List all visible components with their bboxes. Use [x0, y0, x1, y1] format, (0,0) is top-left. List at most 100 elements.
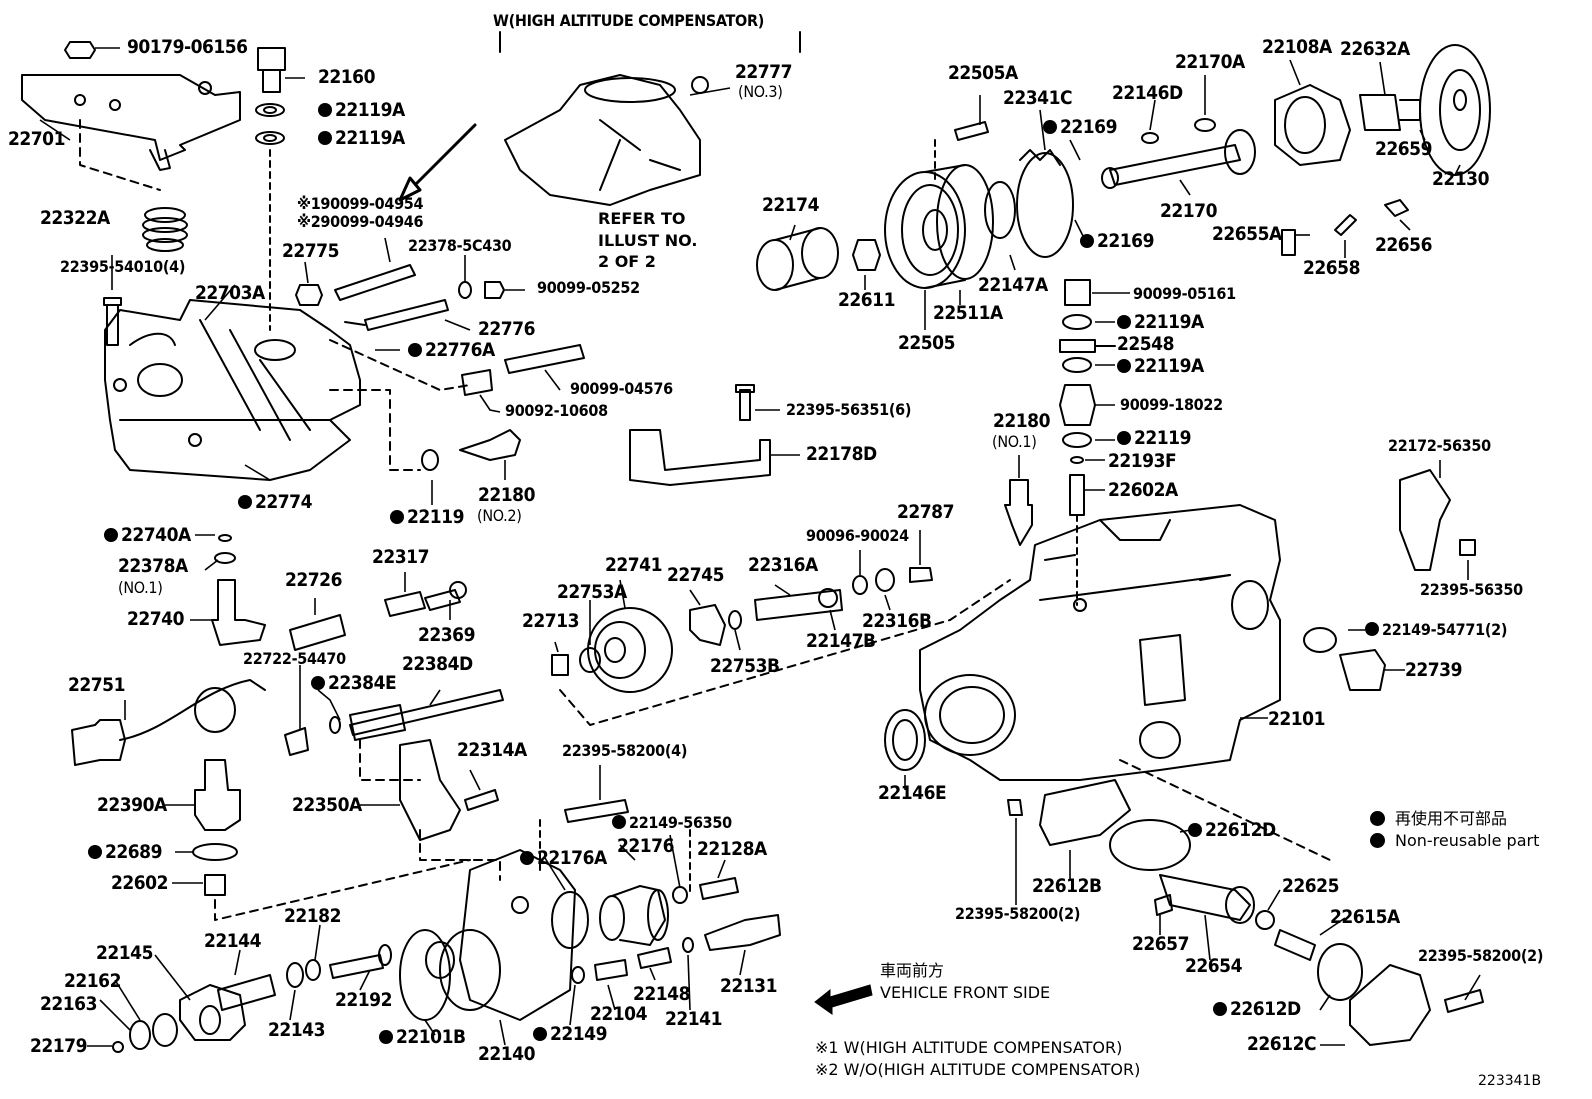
part-label[interactable]: 22395-54010(4) — [60, 257, 186, 276]
part-label[interactable]: 22774 — [238, 493, 312, 512]
part-label[interactable]: 22753A — [557, 581, 627, 603]
part-label[interactable]: 22511A — [933, 302, 1003, 324]
part-label[interactable]: 22615A — [1330, 906, 1400, 928]
part-label[interactable]: 22130 — [1432, 168, 1489, 190]
part-label[interactable]: 22740A — [104, 526, 191, 545]
part-label[interactable]: 22162 — [64, 970, 121, 992]
part-label[interactable]: 22775 — [282, 240, 339, 262]
part-label[interactable]: 22341C — [1003, 87, 1073, 109]
part-label[interactable]: 22144 — [204, 930, 261, 952]
part-label[interactable]: 22787 — [897, 501, 954, 523]
part-label[interactable]: 22101B — [379, 1028, 466, 1047]
part-label[interactable]: 22505 — [898, 332, 955, 354]
part-label[interactable]: 22612B — [1032, 875, 1102, 897]
part-label[interactable]: 22654 — [1185, 955, 1242, 977]
part-label[interactable]: 22182 — [284, 905, 341, 927]
part-label[interactable]: 90099-05252 — [537, 278, 640, 297]
part-label[interactable]: 22740 — [127, 608, 184, 630]
part-label[interactable]: 22395-56351(6) — [786, 400, 912, 419]
part-label[interactable]: 22119A — [1117, 313, 1204, 332]
part-label[interactable]: 22739 — [1405, 659, 1462, 681]
part-label[interactable]: 22119A — [318, 101, 405, 120]
part-label[interactable]: 22176 — [617, 835, 674, 857]
part-label[interactable]: 22147A — [978, 274, 1048, 296]
part-label[interactable]: 22172-56350 — [1388, 436, 1491, 455]
part-label[interactable]: 22777 — [735, 61, 792, 83]
part-label[interactable]: 22378A — [118, 555, 188, 577]
part-label[interactable]: 90092-10608 — [505, 401, 608, 420]
part-label[interactable]: 22658 — [1303, 257, 1360, 279]
part-label[interactable]: 22390A — [97, 794, 167, 816]
part-label[interactable]: 22149 — [533, 1025, 607, 1044]
part-label[interactable]: 22148 — [633, 983, 690, 1005]
part-label[interactable]: 22656 — [1375, 234, 1432, 256]
part-label[interactable]: 90179-06156 — [127, 36, 248, 58]
part-label[interactable]: (NO.3) — [738, 82, 783, 101]
part-label[interactable]: 22169 — [1043, 118, 1117, 137]
part-label[interactable]: 22119 — [1117, 429, 1191, 448]
part-label[interactable]: 22180 — [478, 484, 535, 506]
part-label[interactable]: 22350A — [292, 794, 362, 816]
part-label[interactable]: 22178D — [806, 443, 877, 465]
part-label[interactable]: 22169 — [1080, 232, 1154, 251]
part-label[interactable]: 22143 — [268, 1019, 325, 1041]
part-label[interactable]: 22160 — [318, 66, 375, 88]
part-label[interactable]: 22317 — [372, 546, 429, 568]
part-label[interactable]: 22741 — [605, 554, 662, 576]
part-label[interactable]: 22163 — [40, 993, 97, 1015]
part-label[interactable]: 22140 — [478, 1043, 535, 1065]
part-label[interactable]: 22703A — [195, 282, 265, 304]
part-label[interactable]: 90099-04576 — [570, 379, 673, 398]
part-label[interactable]: 22395-58200(2) — [955, 904, 1081, 923]
part-label[interactable]: (NO.1) — [992, 432, 1037, 451]
part-label[interactable]: 22751 — [68, 674, 125, 696]
part-label[interactable]: 22625 — [1282, 875, 1339, 897]
part-label[interactable]: (NO.2) — [477, 506, 522, 525]
part-label[interactable]: 22395-56350 — [1420, 580, 1523, 599]
part-label[interactable]: 90099-18022 — [1120, 395, 1223, 414]
part-label[interactable]: 22753B — [710, 655, 780, 677]
part-label[interactable]: 22316B — [862, 610, 932, 632]
part-label[interactable]: 22119A — [318, 129, 405, 148]
part-label[interactable]: 22659 — [1375, 138, 1432, 160]
part-label[interactable]: (NO.1) — [118, 578, 163, 597]
part-label[interactable]: 22655A — [1212, 223, 1282, 245]
part-label[interactable]: 90099-05161 — [1133, 284, 1236, 303]
part-label[interactable]: 22104 — [590, 1003, 647, 1025]
part-label[interactable]: 22180 — [993, 410, 1050, 432]
part-label[interactable]: 22612C — [1247, 1033, 1317, 1055]
part-label[interactable]: 22322A — [40, 207, 110, 229]
part-label[interactable]: 22131 — [720, 975, 777, 997]
part-label[interactable]: 22176A — [520, 849, 607, 868]
part-label[interactable]: 22108A — [1262, 36, 1332, 58]
part-label[interactable]: 22395-58200(4) — [562, 741, 688, 760]
part-label[interactable]: 22745 — [667, 564, 724, 586]
part-label[interactable]: 22147B — [806, 630, 876, 652]
part-label[interactable]: 22141 — [665, 1008, 722, 1030]
part-label[interactable]: 22378-5C430 — [408, 236, 512, 255]
part-label[interactable]: 22149-54771(2) — [1365, 622, 1507, 638]
part-label[interactable]: 22128A — [697, 838, 767, 860]
part-label[interactable]: 22174 — [762, 194, 819, 216]
part-label[interactable]: 22611 — [838, 289, 895, 311]
part-label[interactable]: 22632A — [1340, 38, 1410, 60]
part-label[interactable]: 22602A — [1108, 479, 1178, 501]
part-label[interactable]: 22612D — [1188, 821, 1276, 840]
part-label[interactable]: 22722-54470 — [243, 649, 346, 668]
part-label[interactable]: 22395-58200(2) — [1418, 946, 1544, 965]
part-label[interactable]: 90096-90024 — [806, 526, 909, 545]
part-label[interactable]: 22170A — [1175, 51, 1245, 73]
part-label[interactable]: 22179 — [30, 1035, 87, 1057]
part-label[interactable]: 22145 — [96, 942, 153, 964]
part-label[interactable]: 22192 — [335, 989, 392, 1011]
part-label[interactable]: 22602 — [111, 872, 168, 894]
part-label[interactable]: 22314A — [457, 739, 527, 761]
part-label[interactable]: 22776A — [408, 341, 495, 360]
part-label[interactable]: 22701 — [8, 128, 65, 150]
part-label[interactable]: 22505A — [948, 62, 1018, 84]
part-label[interactable]: 22726 — [285, 569, 342, 591]
part-label[interactable]: 22119 — [390, 508, 464, 527]
part-label[interactable]: 22384E — [311, 674, 397, 693]
part-label[interactable]: 22384D — [402, 653, 473, 675]
part-label[interactable]: 22369 — [418, 624, 475, 646]
